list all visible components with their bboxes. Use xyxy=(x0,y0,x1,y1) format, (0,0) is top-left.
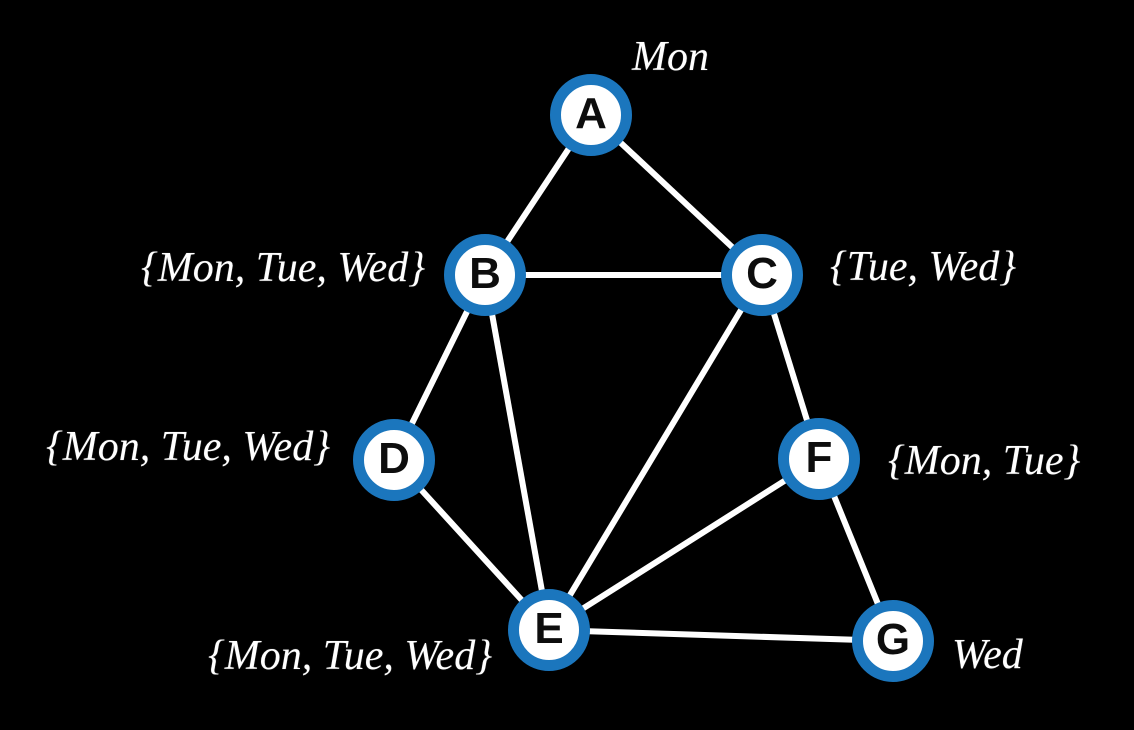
node-A-letter: A xyxy=(575,89,607,138)
node-E-letter: E xyxy=(534,604,564,653)
domain-label-A: Mon xyxy=(632,34,709,80)
node-A: A xyxy=(550,74,632,156)
edge-E-G xyxy=(548,627,894,644)
domain-label-F: {Mon, Tue} xyxy=(888,438,1081,484)
node-F: F xyxy=(778,418,860,500)
node-E: E xyxy=(508,589,590,671)
node-D-letter: D xyxy=(378,434,410,483)
domain-label-D: {Mon, Tue, Wed} xyxy=(45,424,330,470)
domain-label-C: {Tue, Wed} xyxy=(830,244,1017,290)
domain-label-G: Wed xyxy=(952,632,1023,678)
node-B-letter: B xyxy=(469,249,501,298)
node-C-letter: C xyxy=(746,249,778,298)
edge-B-E xyxy=(482,274,552,631)
domain-label-E: {Mon, Tue, Wed} xyxy=(207,633,492,679)
domain-label-B: {Mon, Tue, Wed} xyxy=(140,245,425,291)
node-G: G xyxy=(852,600,934,682)
node-G-letter: G xyxy=(875,615,911,664)
node-C: C xyxy=(721,234,803,316)
edge-E-F xyxy=(547,456,821,633)
edge-C-E xyxy=(546,273,765,632)
node-F-letter: F xyxy=(805,433,833,482)
node-B: B xyxy=(444,234,526,316)
node-D: D xyxy=(353,419,435,501)
